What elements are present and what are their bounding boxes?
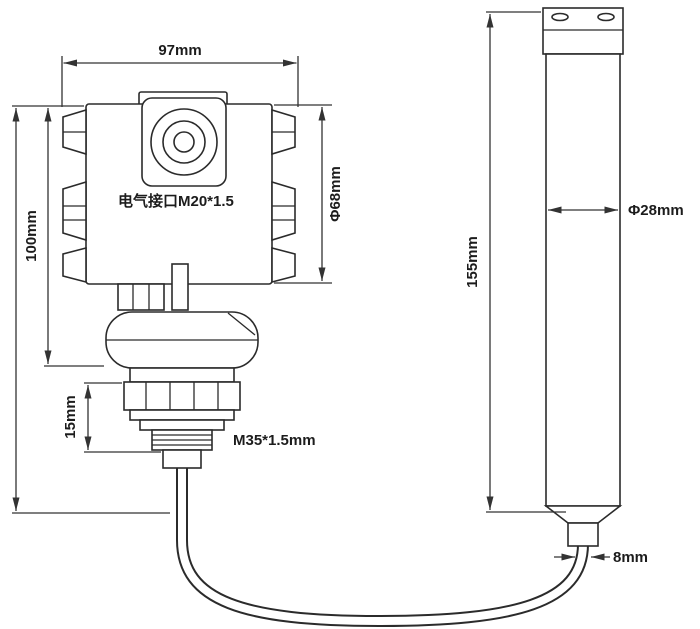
probe-drawing <box>542 7 624 547</box>
dim-flange-height: 15mm <box>62 382 161 453</box>
probe-taper <box>543 505 623 524</box>
cable-core <box>178 462 587 626</box>
dim-overall-height <box>12 108 170 514</box>
label-electrical-port: 电气接口M20*1.5 <box>118 192 234 210</box>
dim-top-width: 97mm <box>61 42 299 107</box>
port-inner-ring <box>173 131 195 153</box>
dim-housing-diameter: Φ68mm <box>274 104 344 284</box>
dim-left-height-label: 100mm <box>23 210 40 262</box>
dim-left-height: 100mm <box>12 105 104 367</box>
dim-housing-diameter-label: Φ68mm <box>327 166 344 222</box>
cable-drawing <box>176 462 589 628</box>
right-fin-3 <box>271 246 296 284</box>
connector-post <box>171 263 189 311</box>
right-fin-2 <box>271 180 296 242</box>
dim-probe-length: 155mm <box>464 11 566 513</box>
hex-nut <box>123 381 241 411</box>
label-cable-diameter: 8mm <box>613 549 648 566</box>
lower-housing-chamfer <box>227 312 256 336</box>
label-thread-spec: M35*1.5mm <box>233 432 316 449</box>
cable-outline <box>176 462 589 628</box>
cable-gland-stub <box>162 449 202 469</box>
probe-stub <box>567 522 599 547</box>
flange-plate-bottom <box>129 409 235 421</box>
probe-cap-hole-left <box>551 12 569 22</box>
left-fin-3 <box>62 246 87 284</box>
flange-plate-top <box>129 367 235 383</box>
terminal-block <box>117 283 165 311</box>
dim-cable-diameter: 8mm <box>554 549 648 566</box>
transmitter-drawing <box>62 91 296 469</box>
left-fin-2 <box>62 180 87 242</box>
collar <box>139 419 225 431</box>
dim-flange-height-label: 15mm <box>62 395 79 438</box>
dim-probe-diameter: Φ28mm <box>548 202 684 219</box>
dim-probe-diameter-label: Φ28mm <box>628 202 684 219</box>
probe-cap-hole-right <box>597 12 615 22</box>
dim-top-width-label: 97mm <box>158 42 201 59</box>
dim-probe-length-label: 155mm <box>464 236 481 288</box>
probe-tube <box>545 53 621 507</box>
